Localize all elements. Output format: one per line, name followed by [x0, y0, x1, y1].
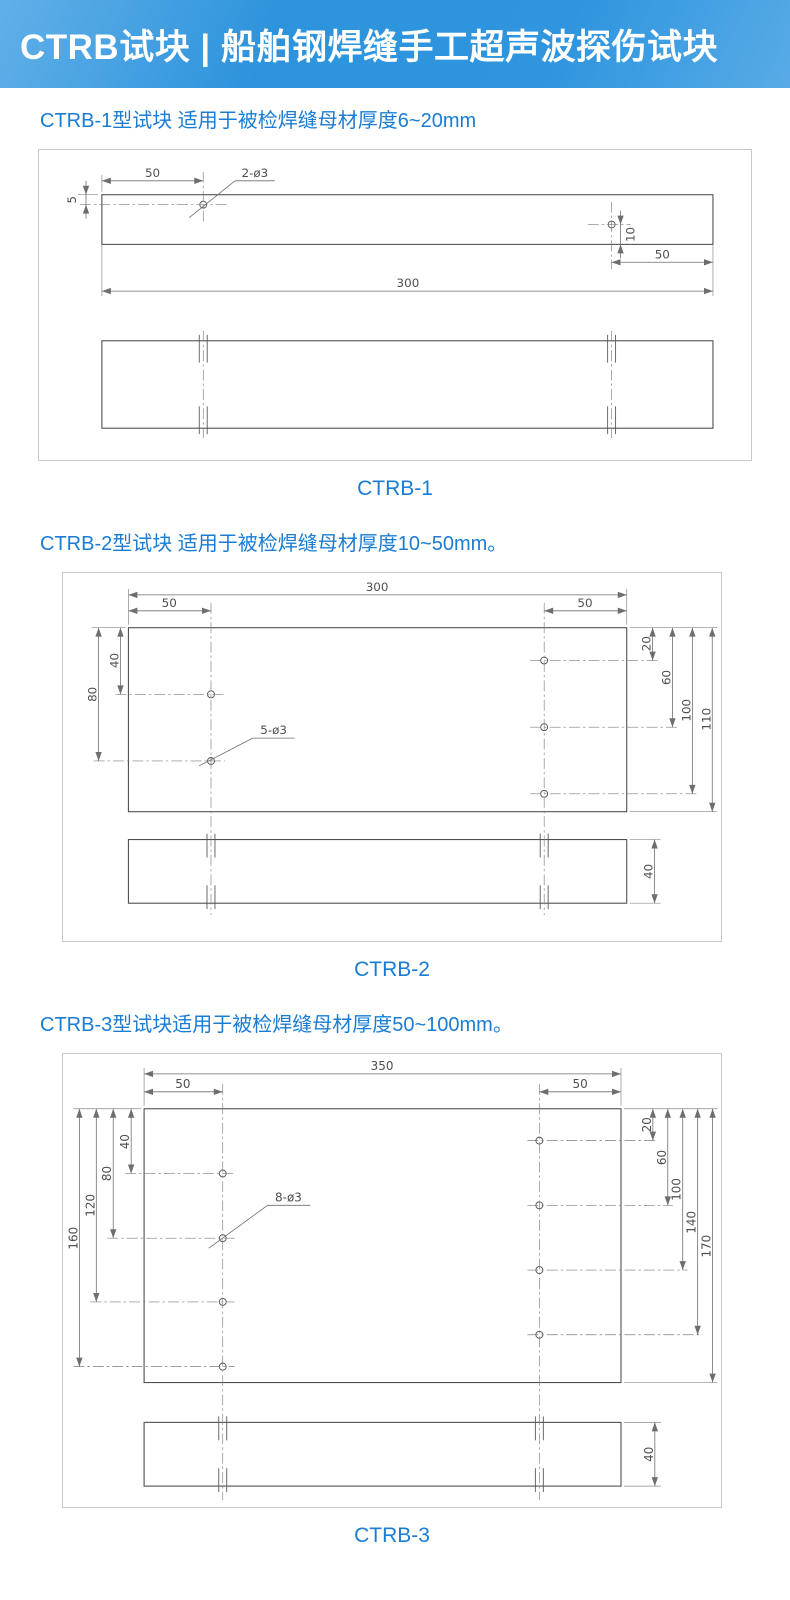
section-ctrb-2: CTRB-2型试块 适用于被检焊缝母材厚度10~50mm。: [0, 527, 790, 982]
dim-label-length: 350: [371, 1059, 394, 1073]
dim-label-right-depth-2: 60: [655, 1150, 669, 1165]
drawing-caption: CTRB-2: [354, 958, 430, 981]
ctrb1-extension-lines: [78, 174, 714, 297]
dim-label-top-depth: 5: [65, 196, 79, 204]
ctrb2-extension-lines: [91, 588, 718, 904]
ctrb2-labels: 300 50 50 40 80 20 60 100 110 5-ø3 40: [86, 580, 714, 879]
dim-label-right-depth-2: 60: [659, 670, 673, 685]
dim-label-height: 110: [699, 708, 713, 731]
ctrb3-dimension-lines: [76, 1070, 716, 1487]
hole-callout-label: 2-ø3: [242, 166, 269, 180]
ctrb2-side-view-outline: [127, 839, 628, 904]
drawing-caption: CTRB-1: [357, 477, 433, 500]
ctrb-1-drawing: 50 2-ø3 5 10 50 300: [65, 166, 714, 439]
dim-label-left-offset: 50: [145, 166, 160, 180]
drawing-panel-ctrb-3: 350 50 50 40 80 120 160 20 60 100 140 17…: [62, 1053, 722, 1508]
dim-label-left-depth-2: 80: [100, 1166, 114, 1181]
ctrb1-dimension-lines: [82, 177, 713, 295]
dim-label-right-depth-3: 100: [670, 1178, 684, 1201]
ctrb2-centerlines: [93, 602, 698, 916]
ctrb3-outlines: [143, 1108, 622, 1487]
dim-label-height: 170: [700, 1235, 714, 1258]
ctrb2-dimension-lines: [95, 591, 716, 904]
ctrb3-side-view-outline: [143, 1421, 622, 1487]
dim-label-left-offset: 50: [162, 596, 177, 610]
dim-label-left-depth-1: 40: [118, 1134, 132, 1149]
dim-label-right-offset: 50: [655, 247, 670, 261]
ctrb3-main-view-outline: [143, 1108, 622, 1384]
ctrb-2-drawing: 300 50 50 40 80 20 60 100 110 5-ø3 40: [86, 580, 718, 916]
ctrb2-main-view-outline: [127, 627, 628, 813]
ctrb3-centerlines: [73, 1083, 703, 1501]
dim-label-left-offset: 50: [175, 1077, 190, 1091]
section-subtitle: CTRB-3型试块适用于被检焊缝母材厚度50~100mm。: [40, 1014, 513, 1036]
dim-label-bottom-depth: 10: [623, 227, 637, 242]
ctrb1-labels: 50 2-ø3 5 10 50 300: [65, 166, 670, 290]
dim-label-right-offset: 50: [577, 596, 592, 610]
dim-label-left-depth-3: 120: [83, 1194, 97, 1217]
dim-label-right-depth-4: 140: [685, 1211, 699, 1234]
dim-label-right-depth-1: 20: [640, 636, 654, 651]
dim-label-length: 300: [366, 580, 389, 594]
dim-label-left-depth-2: 80: [86, 687, 100, 702]
dim-label-length: 300: [397, 276, 420, 290]
page: CTRB试块 | 船舶钢焊缝手工超声波探伤试块 CTRB-1型试块 适用于被检焊…: [0, 0, 790, 1548]
ctrb2-outlines: [127, 627, 628, 904]
ctrb3-side-hole-marks: [218, 1416, 544, 1493]
page-header: CTRB试块 | 船舶钢焊缝手工超声波探伤试块: [0, 0, 790, 88]
section-ctrb-1: CTRB-1型试块 适用于被检焊缝母材厚度6~20mm: [0, 104, 790, 501]
drawing-panel-ctrb-1: 50 2-ø3 5 10 50 300: [38, 149, 752, 461]
ctrb-3-drawing: 350 50 50 40 80 120 160 20 60 100 140 17…: [66, 1059, 718, 1501]
dim-label-left-depth-1: 40: [107, 653, 121, 668]
dim-label-thickness: 40: [642, 1447, 656, 1462]
ctrb1-side-view-outline: [101, 340, 714, 429]
ctrb1-top-view-outline: [101, 194, 714, 245]
hole-callout-label: 8-ø3: [275, 1190, 302, 1204]
dim-label-right-depth-1: 20: [640, 1117, 654, 1132]
dim-label-thickness: 40: [642, 864, 656, 879]
drawing-panel-ctrb-2: 300 50 50 40 80 20 60 100 110 5-ø3 40: [62, 572, 722, 942]
dim-label-left-depth-4: 160: [66, 1227, 80, 1250]
ctrb1-outlines: [101, 194, 714, 429]
drawing-caption: CTRB-3: [354, 1524, 430, 1547]
ctrb1-side-hole-marks: [198, 334, 617, 435]
dim-label-right-depth-3: 100: [679, 699, 693, 722]
section-subtitle: CTRB-1型试块 适用于被检焊缝母材厚度6~20mm: [40, 110, 477, 132]
hole-callout-label: 5-ø3: [260, 723, 287, 737]
section-subtitle: CTRB-2型试块 适用于被检焊缝母材厚度10~50mm。: [40, 533, 508, 555]
ctrb3-labels: 350 50 50 40 80 120 160 20 60 100 140 17…: [66, 1059, 713, 1462]
dim-label-right-offset: 50: [573, 1077, 588, 1091]
ctrb2-side-hole-marks: [206, 833, 549, 910]
page-title: CTRB试块 | 船舶钢焊缝手工超声波探伤试块: [20, 27, 718, 67]
ctrb1-centerlines: [80, 171, 631, 439]
section-ctrb-3: CTRB-3型试块适用于被检焊缝母材厚度50~100mm。: [0, 1008, 790, 1548]
